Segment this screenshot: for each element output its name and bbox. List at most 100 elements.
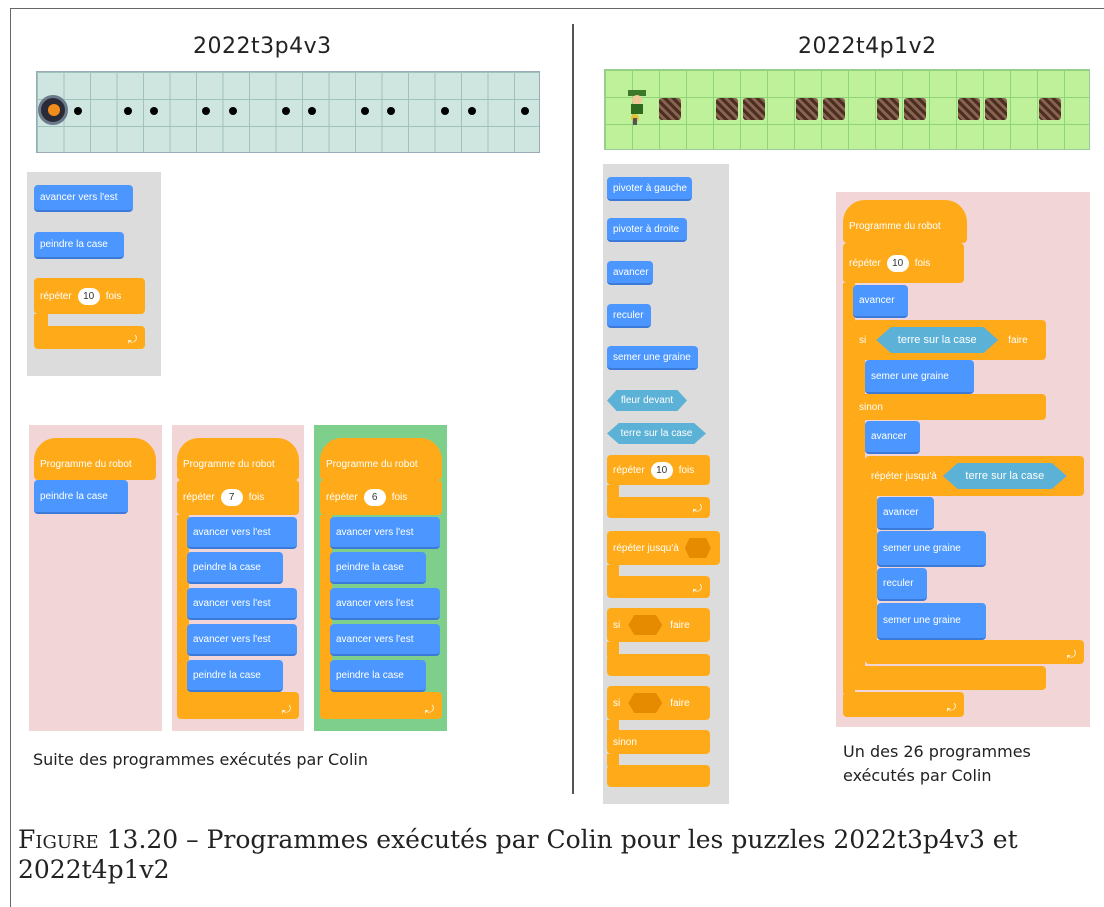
palette-si-sinon[interactable]: si faire	[607, 686, 710, 720]
program3-block-4[interactable]: peindre la case	[330, 660, 426, 692]
robot-icon	[38, 95, 68, 125]
condition-slot[interactable]	[628, 615, 663, 635]
program2-block-4[interactable]: peindre la case	[187, 660, 283, 692]
repeat-arm	[177, 515, 189, 695]
program1-peindre[interactable]: peindre la case	[34, 480, 128, 514]
program3-block-2[interactable]: avancer vers l'est	[330, 588, 440, 620]
repeter-label: répéter	[326, 492, 358, 503]
if-arm	[607, 720, 619, 732]
right-caption: Un des 26 programmes exécutés par Colin	[843, 740, 1031, 788]
right-avancer-2[interactable]: avancer	[865, 421, 920, 454]
figure-caption: Figure 13.20 – Programmes exécutés par C…	[18, 825, 1104, 885]
palette-repeter-jusqua[interactable]: répéter jusqu'à	[607, 531, 720, 565]
right-avancer-3[interactable]: avancer	[877, 497, 934, 530]
right-program-hat: Programme du robot	[843, 200, 967, 243]
palette-avancer-est[interactable]: avancer vers l'est	[34, 185, 133, 212]
condition-terre[interactable]: terre sur la case	[942, 463, 1067, 489]
program2-hat: Programme du robot	[177, 438, 299, 480]
palette-terre-case[interactable]: terre sur la case	[607, 423, 706, 444]
condition-terre[interactable]: terre sur la case	[876, 327, 999, 353]
sinon-label: sinon	[613, 736, 637, 748]
right-si-block[interactable]: si terre sur la case faire	[853, 320, 1046, 360]
program3-footer: ⤾	[320, 692, 442, 719]
palette-repeter[interactable]: répéter 10 fois	[607, 455, 710, 485]
soil-icon	[985, 98, 1007, 120]
paint-dot	[124, 107, 132, 115]
si-label: si	[859, 334, 867, 346]
sinon-label: sinon	[859, 401, 883, 413]
palette-si-faire[interactable]: si faire	[607, 608, 710, 642]
palette-semer[interactable]: semer une graine	[607, 346, 698, 370]
program2-footer: ⤾	[177, 692, 299, 719]
program2-block-1[interactable]: peindre la case	[187, 552, 283, 584]
right-until-block[interactable]: répéter jusqu'à terre sur la case	[865, 456, 1084, 496]
right-reculer[interactable]: reculer	[877, 568, 927, 601]
program3-block-0[interactable]: avancer vers l'est	[330, 517, 440, 549]
right-semer-1[interactable]: semer une graine	[865, 360, 974, 394]
repeter-jusqua-label: répéter jusqu'à	[613, 542, 679, 554]
right-avancer-1[interactable]: avancer	[853, 285, 908, 318]
repeat-count[interactable]: 7	[220, 489, 243, 506]
program2-block-2[interactable]: avancer vers l'est	[187, 588, 297, 620]
if-arm	[853, 358, 865, 396]
paint-dot	[468, 107, 476, 115]
fois-label: fois	[105, 290, 122, 302]
repeat-count[interactable]: 6	[363, 489, 386, 506]
repeat-count[interactable]: 10	[77, 287, 100, 305]
loop-arrow-icon: ⤾	[946, 702, 956, 714]
paint-dot	[361, 107, 369, 115]
if-footer	[853, 666, 1046, 690]
paint-dot	[441, 107, 449, 115]
condition-slot[interactable]	[628, 693, 663, 713]
paint-dot	[229, 107, 237, 115]
figure-text-line2: 2022t4p1v2	[18, 855, 170, 884]
if-footer	[607, 654, 710, 676]
right-semer-2[interactable]: semer une graine	[877, 531, 986, 567]
paint-dot	[308, 107, 316, 115]
repeat-count[interactable]: 10	[886, 254, 909, 272]
loop-arrow-icon: ⤾	[692, 583, 702, 595]
left-caption: Suite des programmes exécutés par Colin	[33, 750, 368, 769]
soil-icon	[958, 98, 980, 120]
soil-icon	[904, 98, 926, 120]
loop-arrow-icon: ⤾	[424, 704, 434, 716]
soil-icon	[796, 98, 818, 120]
palette-pivoter-gauche[interactable]: pivoter à gauche	[607, 177, 692, 201]
figure-text: – Programmes exécutés par Colin pour les…	[178, 825, 1018, 854]
right-semer-3[interactable]: semer une graine	[877, 603, 986, 640]
palette-peindre[interactable]: peindre la case	[34, 232, 124, 259]
repeat-footer: ⤾	[607, 497, 710, 518]
until-footer: ⤾	[865, 640, 1084, 664]
loop-arrow-icon: ⤾	[127, 334, 137, 346]
repeter-label: répéter	[183, 492, 215, 503]
program3-block-3[interactable]: avancer vers l'est	[330, 624, 440, 656]
faire-label: faire	[1008, 334, 1028, 346]
palette-fleur-devant[interactable]: fleur devant	[607, 390, 687, 411]
repeter-label: répéter	[849, 257, 881, 269]
repeter-label: répéter	[613, 464, 645, 476]
fois-label: fois	[678, 464, 695, 476]
program3-block-1[interactable]: peindre la case	[330, 552, 426, 584]
palette-reculer[interactable]: reculer	[607, 304, 651, 328]
repeat-arm	[607, 485, 619, 499]
figure-frame	[10, 8, 1104, 907]
condition-slot[interactable]	[684, 538, 711, 558]
repeat-footer: ⤾	[843, 692, 964, 717]
fois-label: fois	[914, 257, 931, 269]
program2-block-3[interactable]: avancer vers l'est	[187, 624, 297, 656]
right-repeat[interactable]: répéter 10 fois	[843, 243, 964, 283]
loop-arrow-icon: ⤾	[1066, 649, 1076, 661]
program3-hat: Programme du robot	[320, 438, 442, 480]
repeat-count[interactable]: 10	[650, 461, 673, 479]
repeat-footer: ⤾	[34, 326, 145, 349]
palette-avancer[interactable]: avancer	[607, 261, 653, 285]
palette-pivoter-droite[interactable]: pivoter à droite	[607, 218, 687, 242]
loop-arrow-icon: ⤾	[692, 503, 702, 515]
paint-dot	[202, 107, 210, 115]
repeat-footer: ⤾	[607, 576, 710, 598]
program2-block-0[interactable]: avancer vers l'est	[187, 517, 297, 549]
paint-dot	[387, 107, 395, 115]
